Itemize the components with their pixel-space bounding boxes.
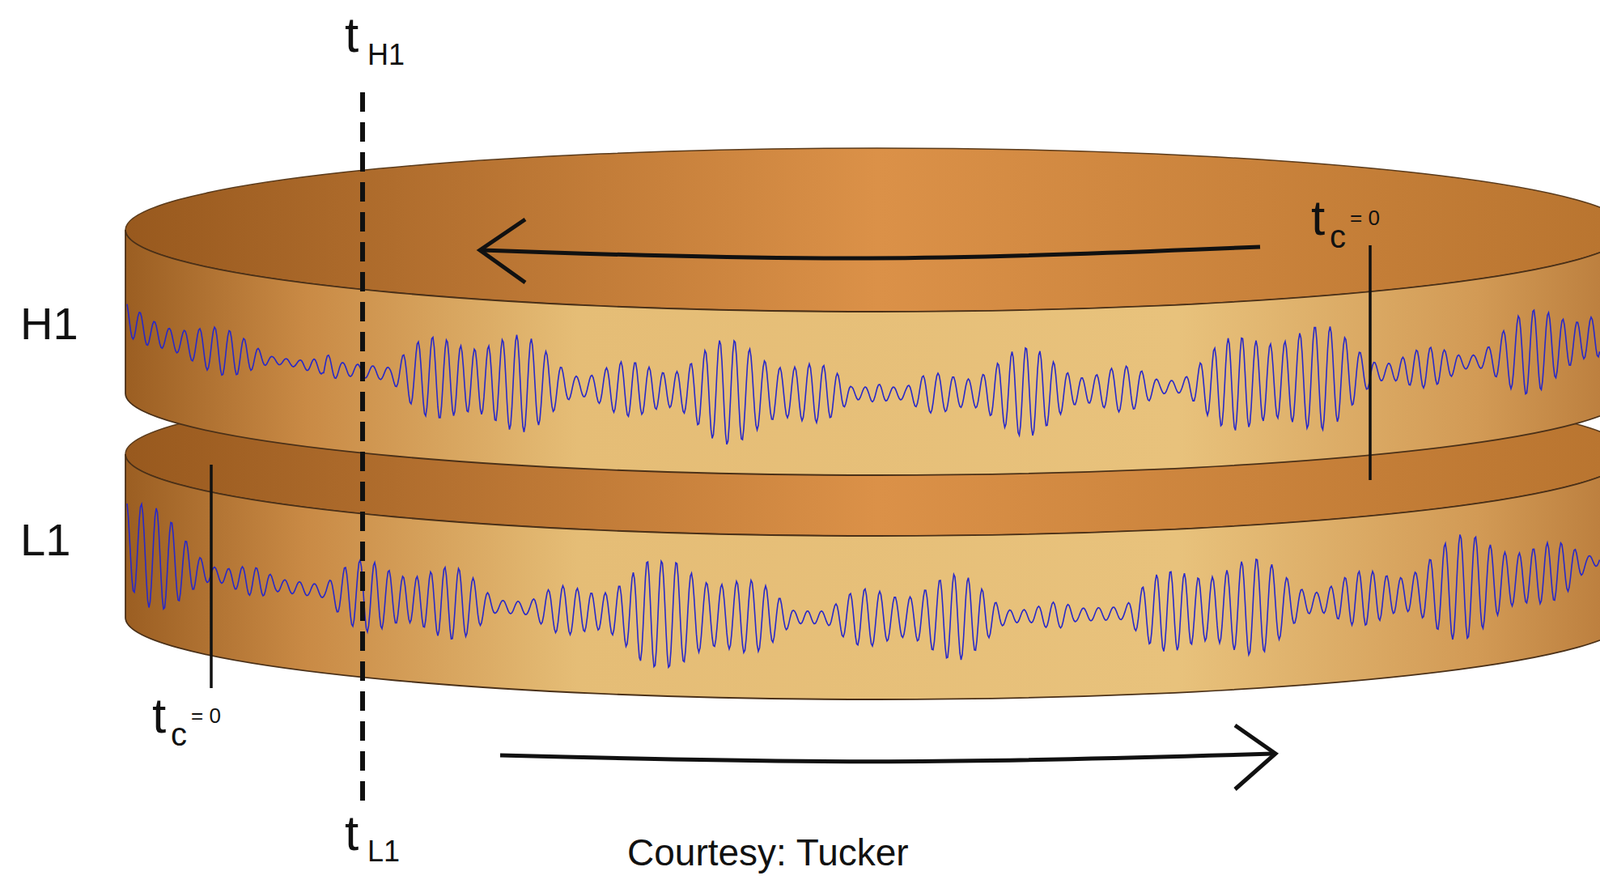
time-value: = 0 (190, 704, 221, 726)
detector-band: H1 (0, 229, 1600, 476)
time-line (360, 92, 365, 802)
time-symbol: t (152, 690, 166, 741)
ring-band (125, 148, 1600, 476)
time-subscript: c (170, 717, 187, 751)
time-symbol: t (344, 807, 359, 858)
strain-waveform (127, 304, 1600, 445)
detector-band: L1 (0, 454, 1600, 700)
strain-waveform (127, 503, 1600, 667)
time-subscript: H1 (367, 40, 405, 70)
front-face (125, 229, 1600, 476)
time-symbol: t (1311, 192, 1325, 243)
time-subscript: L1 (367, 836, 400, 866)
time-symbol: t (344, 9, 359, 60)
detector-label: H1 (20, 301, 79, 347)
coalescence-marker (1368, 245, 1372, 480)
rotation-arrow (500, 753, 1274, 762)
time-subscript: c (1329, 220, 1346, 253)
arrow-head (1235, 725, 1276, 790)
arrow-head (479, 219, 526, 283)
credit-note: Courtesy: Tucker (627, 833, 909, 871)
rotation-arrow (482, 246, 1261, 259)
front-face (125, 454, 1600, 700)
coalescence-marker (209, 464, 213, 688)
time-value: = 0 (1349, 207, 1380, 229)
ring-bands (125, 148, 1600, 700)
detector-label: L1 (20, 517, 71, 563)
time-markers (211, 92, 1371, 802)
